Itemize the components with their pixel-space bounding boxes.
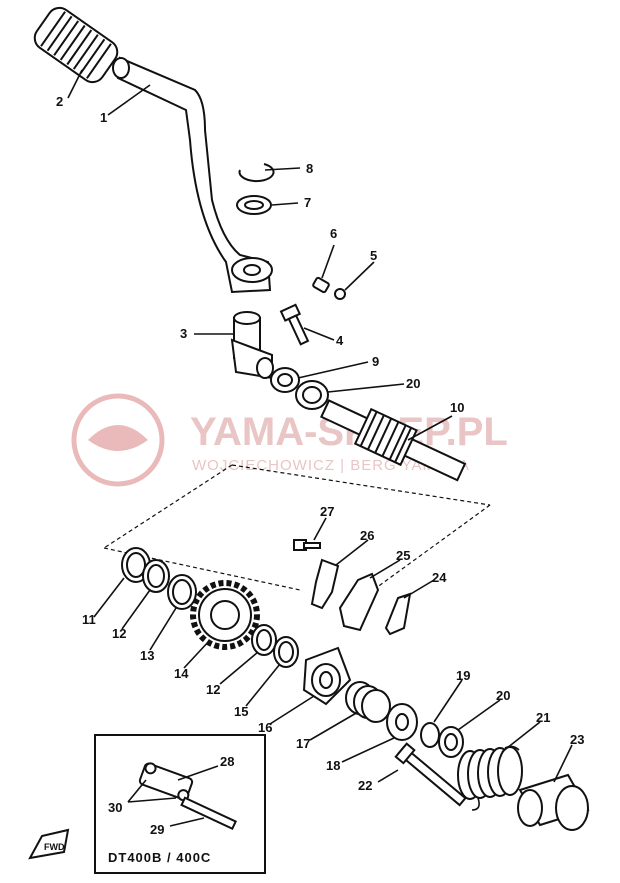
callout-20b: 20 — [496, 688, 510, 703]
variant-inset: DT400B / 400C — [94, 734, 266, 874]
callout-17: 17 — [296, 736, 310, 751]
circlip-19 — [420, 722, 440, 748]
callout-9: 9 — [372, 354, 379, 369]
callout-7: 7 — [304, 195, 311, 210]
callout-20a: 20 — [406, 376, 420, 391]
plate-25 — [338, 572, 380, 632]
inset-callout-30: 30 — [108, 800, 122, 815]
callout-8: 8 — [306, 161, 313, 176]
inset-callout-29: 29 — [150, 822, 164, 837]
pin-22 — [394, 742, 467, 807]
leader-lines — [67, 69, 573, 827]
callout-3: 3 — [180, 326, 187, 341]
callout-11: 11 — [82, 612, 96, 627]
inset-callout-28: 28 — [220, 754, 234, 769]
callout-6: 6 — [330, 226, 337, 241]
callout-18: 18 — [326, 758, 340, 773]
plate-24 — [384, 592, 412, 636]
circlip — [238, 163, 275, 183]
ball-5 — [334, 288, 346, 300]
spring-cover — [517, 773, 590, 831]
ratchet-wheel — [302, 646, 352, 706]
kick-grip — [33, 6, 119, 84]
screw-27 — [293, 539, 321, 551]
callout-16: 16 — [258, 720, 272, 735]
kick-arm — [112, 56, 273, 294]
callout-27: 27 — [320, 504, 334, 519]
callout-19: 19 — [456, 668, 470, 683]
callout-23: 23 — [570, 732, 584, 747]
plate-26 — [310, 558, 340, 610]
callout-4: 4 — [336, 333, 344, 348]
kick-axle — [320, 399, 467, 482]
callout-21: 21 — [536, 710, 550, 725]
callout-26: 26 — [360, 528, 374, 543]
callout-25: 25 — [396, 548, 410, 563]
callout-24: 24 — [432, 570, 447, 585]
callout-12a: 12 — [112, 626, 126, 641]
callout-12b: 12 — [206, 682, 220, 697]
callout-2: 2 — [56, 94, 63, 109]
callout-22: 22 — [358, 778, 372, 793]
callout-5: 5 — [370, 248, 377, 263]
callout-13: 13 — [140, 648, 154, 663]
fwd-arrow-icon: FWD — [28, 828, 70, 860]
callout-15: 15 — [234, 704, 248, 719]
kick-boss — [230, 311, 274, 380]
kick-gear — [190, 580, 260, 650]
callout-14: 14 — [174, 666, 189, 681]
fwd-label: FWD — [44, 842, 65, 852]
callout-labels: 1 2 3 4 5 6 7 8 9 10 11 12 12 13 14 15 1… — [56, 94, 584, 837]
bolt-4 — [279, 303, 310, 346]
callout-10: 10 — [450, 400, 464, 415]
torsion-spring — [457, 745, 523, 811]
spring-6 — [312, 276, 330, 294]
inset-caption: DT400B / 400C — [108, 850, 211, 865]
callout-1: 1 — [100, 110, 107, 125]
